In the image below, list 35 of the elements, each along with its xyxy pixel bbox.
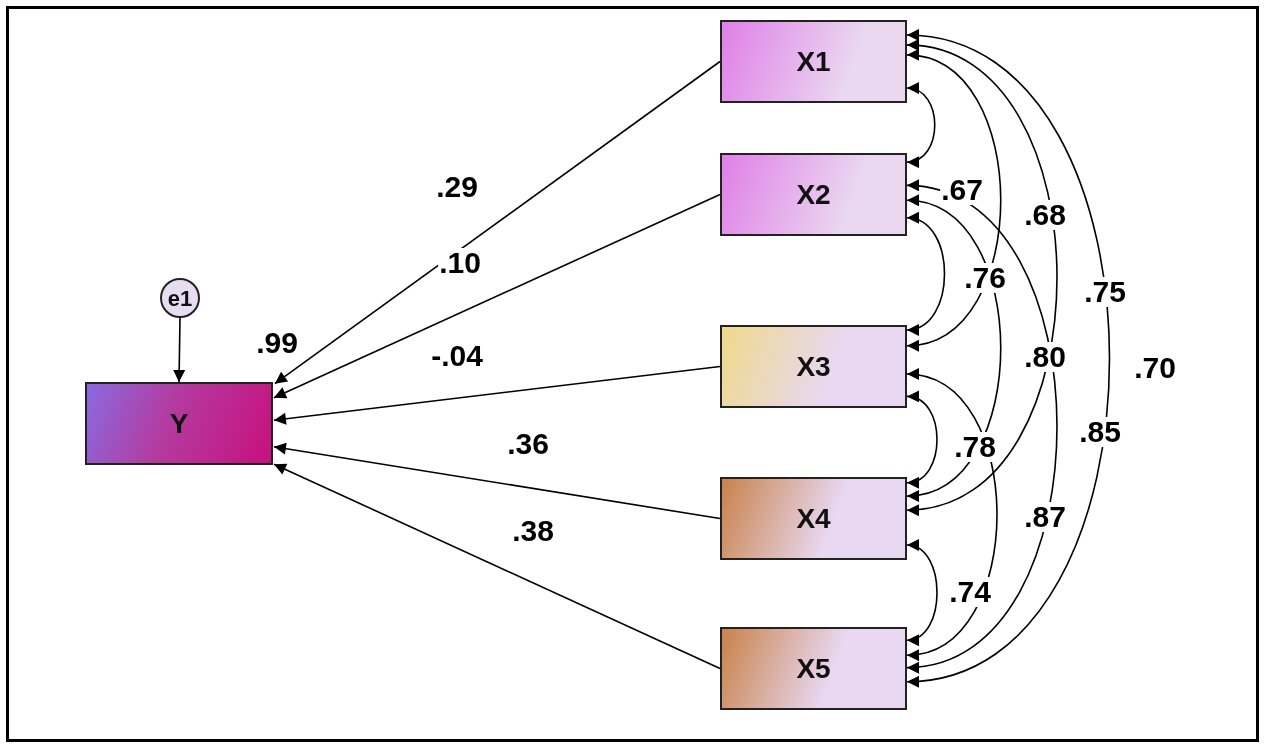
variable-name: X2 [796,177,831,212]
covariance-arrow [906,214,946,334]
path-arrow [273,442,721,520]
variable-box [85,382,273,465]
variable-name: e1 [167,284,193,313]
variable-name: X3 [796,349,831,384]
path-arrow [273,463,721,670]
variable-box [720,153,907,236]
variable-name: Y [169,406,189,441]
covariance-arrow [906,51,1002,350]
covariance-arrow [906,84,936,166]
edge-label: .68 [1023,200,1067,230]
edge-label: .76 [963,263,1007,293]
covariance-arrow [906,31,1111,686]
variable-name: X1 [796,44,831,79]
edge-label: .78 [953,432,997,462]
covariance-arrow [906,541,938,644]
variable-box [720,627,907,710]
covariance-arrow [906,41,1058,514]
path-arrow [273,365,721,425]
variable-box [720,477,907,560]
variable-box [720,325,907,408]
edge-label: .74 [948,577,992,607]
edge-label: .85 [1078,417,1122,447]
variable-box [720,20,907,103]
r-squared-value: .99 [256,328,298,358]
variable-name: X5 [796,651,831,686]
path-arrow [173,317,186,383]
covariance-arrow [906,392,938,487]
variable-name: X4 [796,501,831,536]
edge-label: .80 [1023,342,1067,372]
edge-label: .87 [1023,502,1067,532]
edge-label: .75 [1083,277,1127,307]
path-arrow [274,60,721,385]
path-arrow [273,193,721,399]
